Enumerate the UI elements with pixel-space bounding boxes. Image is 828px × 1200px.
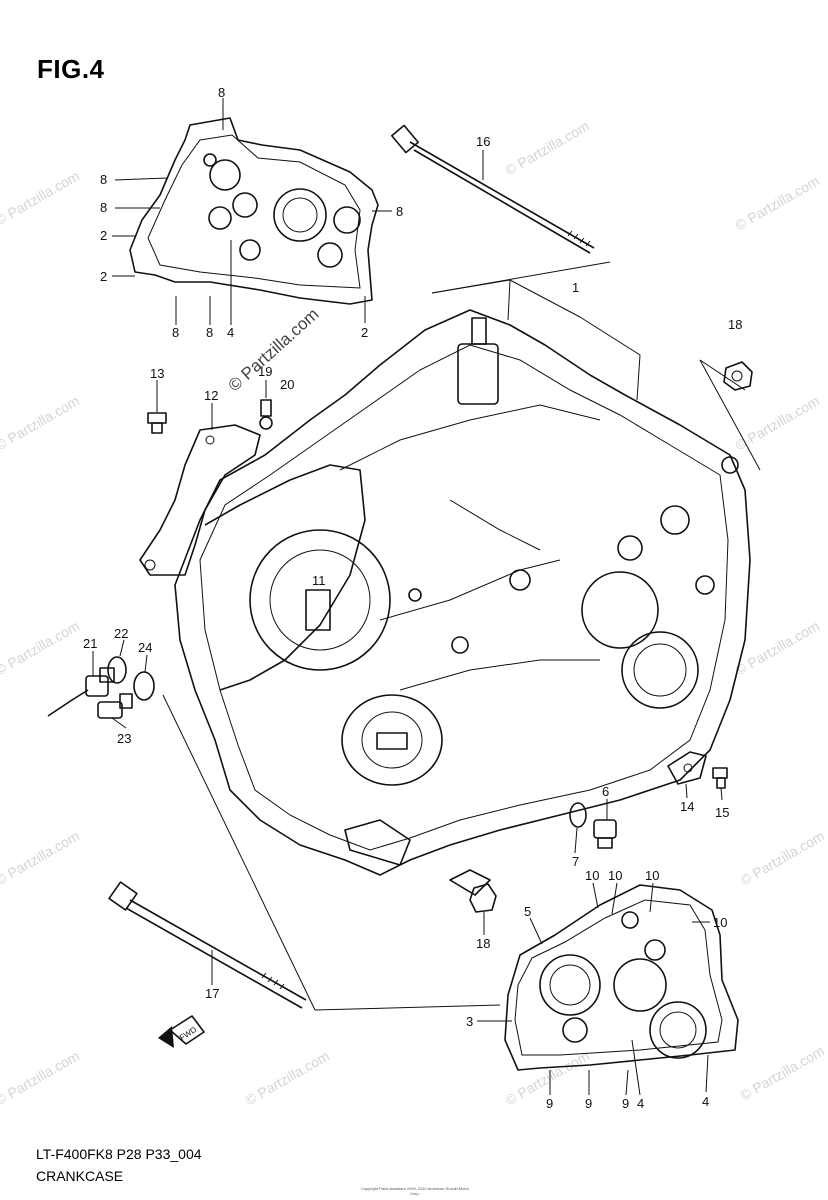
callout-label: 18 [476,936,490,951]
bolt-17 [108,881,307,1009]
callout-label: 19 [258,364,272,379]
fwd-arrow: FWD [158,1015,205,1048]
callout-label: 18 [728,317,742,332]
callout-label: 8 [100,172,107,187]
callout-label: 24 [138,640,152,655]
callout-label: 20 [280,377,294,392]
callout-label: 8 [172,325,179,340]
fwd-label: FWD [178,1025,198,1043]
callout-label: 10 [608,868,622,883]
callout-label: 10 [585,868,599,883]
callout-label: 9 [622,1096,629,1111]
callout-label: 21 [83,636,97,651]
callout-label: 23 [117,731,131,746]
callout-label: 5 [524,904,531,919]
callout-label: 10 [645,868,659,883]
plate-14 [667,751,707,785]
left-case-cover-outline [129,117,379,305]
callout-label: 1 [572,280,579,295]
bolt-19 [259,399,273,430]
leader-frame [162,261,761,1011]
crankcase-body [174,309,751,896]
callout-label: 8 [396,204,403,219]
callout-label: 3 [466,1014,473,1029]
callout-label: 9 [546,1096,553,1111]
bolt-16 [391,124,595,254]
sensor-21 [47,667,115,717]
right-case-outline [504,884,739,1071]
bolt-15 [712,767,728,789]
callout-label: 9 [585,1096,592,1111]
model-code: LT-F400FK8 P28 P33_004 [36,1146,202,1162]
plug-13 [147,412,167,434]
callout-label: 2 [100,269,107,284]
plug-6 [593,819,617,849]
callout-label: 2 [361,325,368,340]
callout-label: 13 [150,366,164,381]
callout-label: 16 [476,134,490,149]
callout-label: 4 [227,325,234,340]
callout-label: 14 [680,799,694,814]
callout-label: 8 [100,200,107,215]
gasket-24 [133,671,155,701]
figure-title: FIG.4 [37,54,105,84]
diagram-name: CRANKCASE [36,1168,124,1184]
callout-label: 4 [637,1096,644,1111]
callout-labels: 8 8 8 8 2 2 8 8 4 2 16 1 18 13 19 20 12 … [83,85,742,1111]
callout-label: 12 [204,388,218,403]
callout-label: 10 [713,915,727,930]
callout-label: 8 [218,85,225,100]
callout-label: 4 [702,1094,709,1109]
gasket-12 [139,424,261,576]
callout-label: 11 [312,573,326,588]
callout-label: 2 [100,228,107,243]
callout-label: 8 [206,325,213,340]
callout-label: 22 [114,626,128,641]
copyright-note: Copyright Parts Assistant 2009, 2010 Ame… [360,1186,470,1196]
callout-label: 6 [602,784,609,799]
callout-label: 15 [715,805,729,820]
gasket-7 [569,802,587,828]
callout-label: 17 [205,986,219,1001]
switch-23 [97,693,133,719]
nut-18-top [723,361,753,391]
o-ring-22 [107,656,127,684]
callout-leaders [92,98,723,1096]
nut-18-bottom [469,883,497,913]
callout-label: 7 [572,854,579,869]
